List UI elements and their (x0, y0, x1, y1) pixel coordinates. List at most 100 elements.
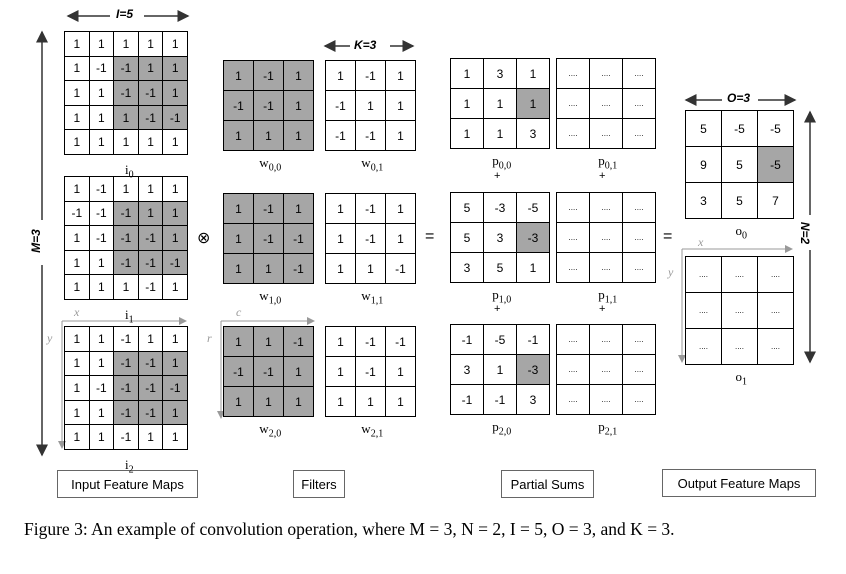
input-feature-map-cell: 1 (89, 250, 115, 276)
filter-cell: 1 (326, 327, 356, 357)
input-feature-map-cell: 1 (163, 201, 188, 227)
input-feature-map-label-base: i (124, 306, 129, 322)
input-feature-map-label-subscript: 0 (128, 169, 134, 181)
o-dimension-label: O=3 (727, 91, 751, 105)
input-feature-map-cell: -1 (114, 400, 139, 426)
input-feature-map-cell: 1 (163, 226, 188, 251)
partial-sum-cell: 1 (517, 253, 550, 283)
input-feature-map-cell: -1 (138, 250, 164, 276)
filter-cell: -1 (356, 357, 386, 387)
partial-sum-label: p1,0 (462, 287, 542, 306)
input-feature-map-cell: 1 (89, 351, 115, 377)
filter-cell: 1 (224, 121, 254, 151)
filter-cell: 1 (224, 387, 254, 417)
partial-sum-label: p1,1 (568, 287, 648, 306)
filter-label-base: w (361, 154, 371, 170)
input-feature-map-cell: 1 (138, 327, 164, 352)
partial-sum-label-base: p (598, 286, 605, 302)
filter-label-subscript: 2,1 (370, 428, 384, 440)
filter-cell: 1 (356, 91, 386, 121)
partial-sum-matrix: .................................... (556, 324, 656, 415)
n-dimension-label: N=2 (798, 221, 813, 245)
partial-sum-cell: -5 (484, 325, 517, 355)
filter-cell: -1 (326, 91, 356, 121)
input-feature-map-cell: 1 (89, 105, 115, 131)
partial-sum-cell: .... (557, 355, 590, 385)
output-feature-map-cell: .... (686, 257, 722, 293)
output-feature-map-label-base: o (735, 368, 743, 384)
filter-label: w2,0 (230, 421, 310, 440)
input-feature-map-cell: 1 (138, 32, 164, 57)
output-feature-map-cell: -5 (758, 147, 794, 183)
partial-sum-label: p2,0 (462, 419, 542, 438)
partial-sum-cell: 1 (484, 355, 517, 385)
partial-sum-label-subscript: 2,1 (604, 426, 618, 438)
partial-sum-cell: .... (623, 325, 656, 355)
input-feature-map-cell: 1 (65, 81, 90, 106)
partial-sum-matrix: .................................... (556, 192, 656, 283)
partial-sum-cell: 1 (517, 89, 550, 119)
input-feature-map-cell: 1 (138, 201, 164, 227)
partial-sum-cell: 3 (451, 253, 484, 283)
plus-sign: + (599, 303, 606, 315)
output-feature-map-cell: -5 (758, 111, 794, 147)
partial-sum-cell: -1 (451, 385, 484, 415)
partial-sum-cell: 5 (484, 253, 517, 283)
input-feature-map-cell: 1 (163, 400, 188, 426)
filter-cell: 1 (254, 254, 284, 284)
filter-cell: 1 (326, 254, 356, 284)
input-feature-map-label-subscript: 1 (128, 314, 134, 326)
input-feature-map-cell: 1 (163, 56, 188, 82)
input-feature-map-cell: 1 (65, 130, 90, 155)
partial-sum-label-subscript: 2,0 (498, 426, 512, 438)
partial-sum-label-subscript: 0,1 (604, 160, 618, 172)
input-feature-map-cell: -1 (114, 250, 139, 276)
input-feature-map-cell: 1 (65, 351, 90, 377)
filter-cell: 1 (386, 387, 416, 417)
output-feature-map-label: o0 (701, 223, 781, 242)
filter-cell: 1 (356, 254, 386, 284)
partial-sum-label-subscript: 1,1 (604, 294, 618, 306)
r-axis-label: r (207, 331, 212, 345)
partial-sum-cell: 1 (451, 119, 484, 149)
filter-cell: 1 (386, 224, 416, 254)
input-feature-map-cell: 1 (89, 275, 115, 300)
input-feature-map-cell: 1 (163, 32, 188, 57)
filter-cell: 1 (224, 61, 254, 91)
input-feature-map-cell: 1 (89, 81, 115, 106)
filters-label: Filters (293, 470, 345, 498)
output-feature-map-cell: -5 (722, 111, 758, 147)
filter-cell: -1 (284, 254, 314, 284)
y-axis-label-input: y (47, 331, 53, 345)
input-feature-map-cell: 1 (163, 425, 188, 450)
filter-cell: -1 (356, 194, 386, 224)
input-feature-map-cell: 1 (89, 400, 115, 426)
partial-sum-cell: .... (623, 253, 656, 283)
figure-caption: Figure 3: An example of convolution oper… (24, 519, 675, 539)
output-feature-map-label: o1 (701, 369, 781, 388)
x-axis-label-input: x (74, 305, 80, 319)
input-feature-map-cell: -1 (89, 376, 115, 401)
input-feature-map-cell: 1 (163, 351, 188, 377)
filter-cell: -1 (284, 327, 314, 357)
filter-cell: 1 (386, 91, 416, 121)
output-feature-map-cell: 5 (686, 111, 722, 147)
input-feature-map-label: i0 (89, 162, 169, 181)
partial-sum-cell: .... (590, 223, 623, 253)
filter-cell: -1 (356, 224, 386, 254)
partial-sum-cell: 3 (517, 385, 550, 415)
input-feature-map-cell: 1 (65, 105, 90, 131)
filter-cell: 1 (254, 121, 284, 151)
equals-operator-1: = (425, 228, 435, 245)
partial-sum-cell: 1 (451, 89, 484, 119)
filter-cell: 1 (224, 224, 254, 254)
input-feature-map-cell: -1 (138, 105, 164, 131)
output-feature-map-label-subscript: 1 (742, 376, 747, 388)
filter-cell: -1 (254, 194, 284, 224)
input-feature-map-cell: 1 (65, 425, 90, 450)
filter-label-subscript: 1,1 (370, 295, 384, 307)
partial-sum-label-base: p (598, 418, 605, 434)
